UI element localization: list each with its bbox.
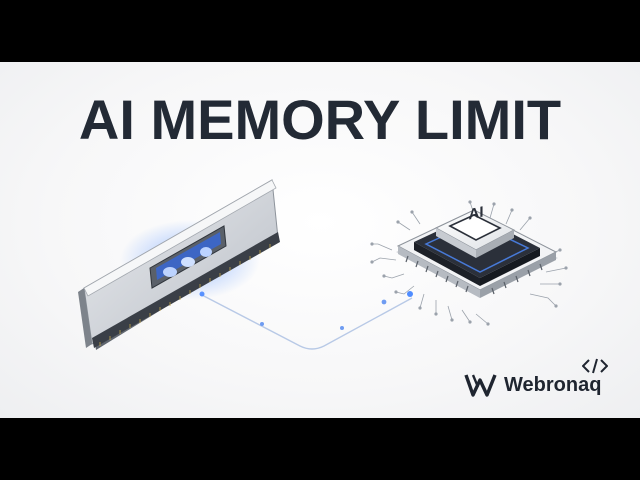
w-logo-icon bbox=[464, 374, 497, 397]
brand-lockup: Webronaq bbox=[464, 370, 601, 400]
ai-chip-icon bbox=[370, 200, 568, 326]
letterbox-bottom bbox=[0, 418, 640, 480]
code-brackets-icon bbox=[582, 358, 608, 374]
ram-stick-icon bbox=[78, 179, 280, 350]
brand-name: Webronaq bbox=[504, 374, 602, 396]
page-title: AI MEMORY LIMIT bbox=[78, 88, 562, 151]
letterbox-top bbox=[0, 0, 640, 62]
thumbnail-canvas: AI MEMORY LIMIT bbox=[0, 62, 640, 418]
connection-line bbox=[199, 291, 413, 350]
illustration bbox=[78, 179, 568, 350]
